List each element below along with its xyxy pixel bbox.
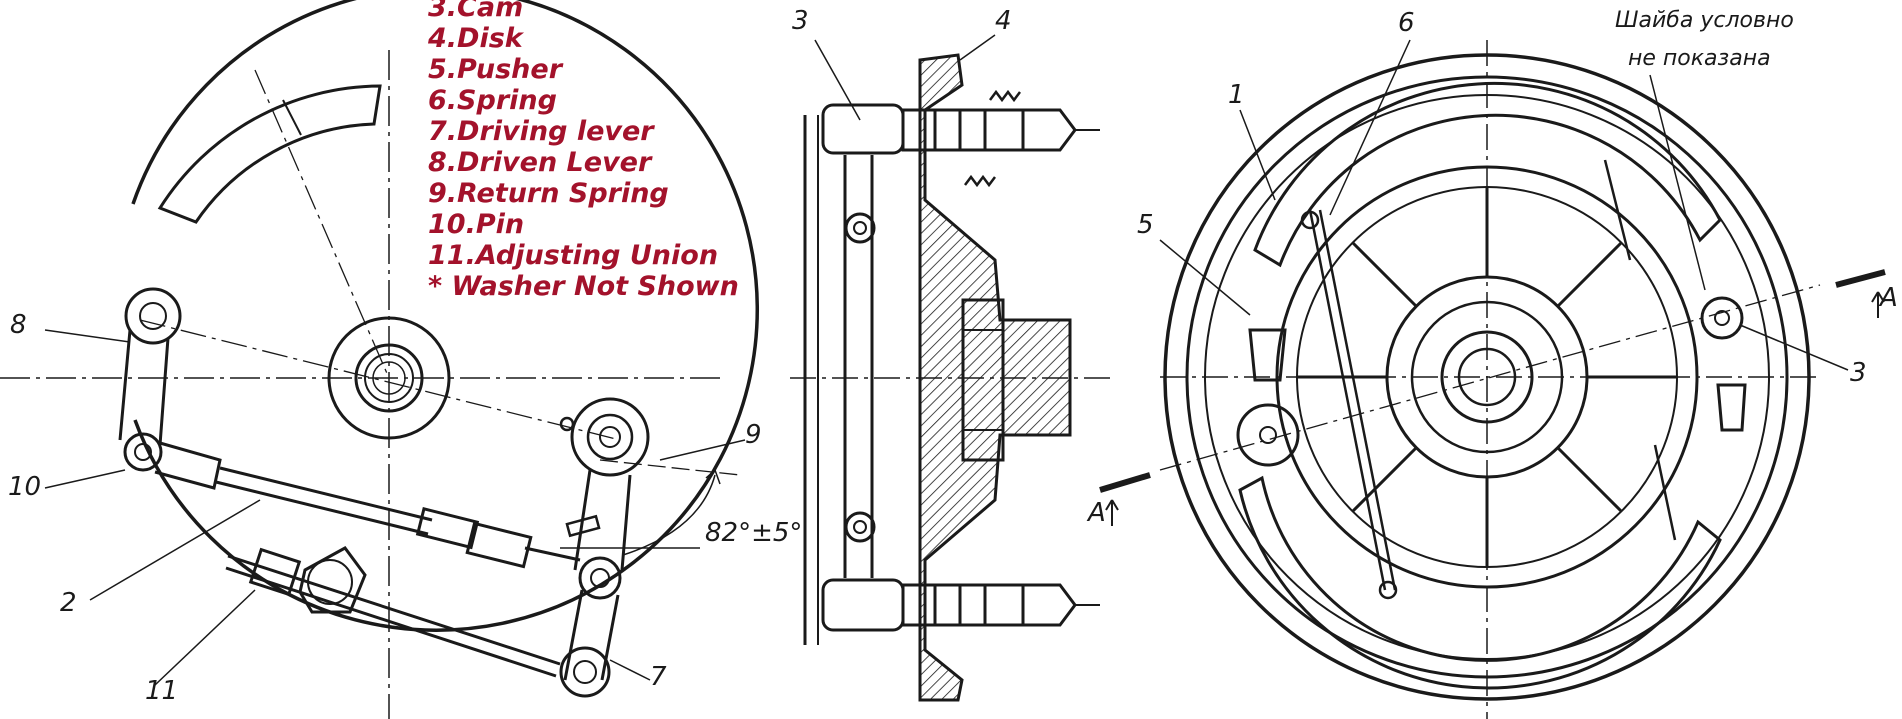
callout-right-6: 6 bbox=[1398, 8, 1415, 38]
callout-2: 2 bbox=[60, 588, 77, 618]
legend-item: 8.Driven Lever bbox=[428, 147, 652, 178]
legend-item: 5.Pusher bbox=[428, 54, 563, 85]
middle-view bbox=[790, 34, 1110, 702]
callout-right-5: 5 bbox=[1137, 210, 1154, 240]
callout-mid-4: 4 bbox=[995, 6, 1012, 36]
callout-10: 10 bbox=[8, 472, 42, 502]
legend-item: 6.Spring bbox=[428, 85, 557, 116]
washer-note-line1: Шайба условно bbox=[1615, 8, 1794, 33]
callout-9: 9 bbox=[745, 420, 762, 450]
legend-item: 11.Adjusting Union bbox=[428, 240, 719, 271]
legend-item: 10.Pin bbox=[428, 209, 525, 240]
washer-note-line2: не показана bbox=[1628, 46, 1771, 71]
legend-item: * Washer Not Shown bbox=[428, 271, 739, 302]
legend-item: 3.Cam bbox=[428, 0, 524, 23]
legend-item: 4.Disk bbox=[428, 23, 523, 54]
callout-7: 7 bbox=[650, 662, 667, 692]
section-mark-a-left: A bbox=[1088, 498, 1106, 528]
legend-item: 9.Return Spring bbox=[428, 178, 669, 209]
callout-11: 11 bbox=[145, 676, 179, 706]
section-mark-a-right: A bbox=[1880, 283, 1898, 313]
right-view bbox=[1099, 39, 1886, 719]
callout-right-1: 1 bbox=[1228, 80, 1245, 110]
legend-item: 7.Driving lever bbox=[428, 116, 654, 147]
legend-list: 3.Cam 4.Disk 5.Pusher 6.Spring 7.Driving… bbox=[428, 0, 739, 302]
callout-8: 8 bbox=[10, 310, 27, 340]
callout-mid-3: 3 bbox=[792, 6, 809, 36]
left-view bbox=[0, 0, 759, 719]
angle-label: 82°±5° bbox=[705, 518, 803, 548]
callout-right-3: 3 bbox=[1850, 358, 1867, 388]
